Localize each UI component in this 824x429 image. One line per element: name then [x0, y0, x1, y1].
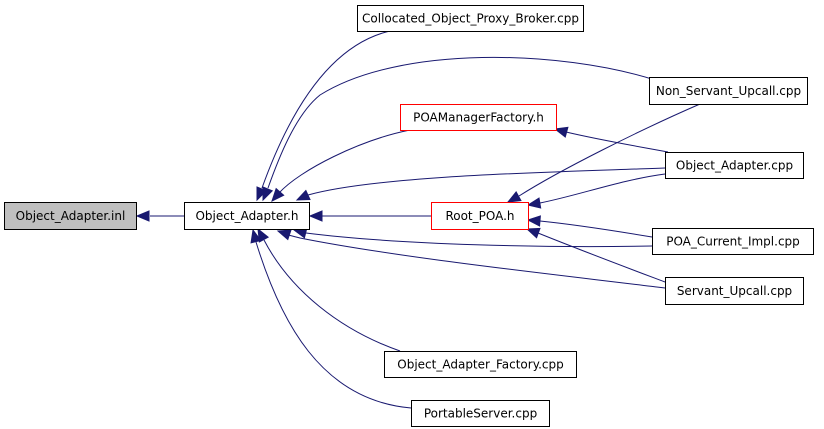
node-box: [384, 351, 577, 378]
arrowhead-icon: [506, 190, 522, 203]
edge-poamanagerfactory-h-to-object-adapter-h: [271, 129, 411, 202]
edge-line: [307, 167, 666, 196]
node-box: [400, 104, 557, 131]
node-box: [4, 202, 137, 230]
edge-object-adapter-factory-cpp-to-object-adapter-h: [257, 227, 401, 352]
edge-line: [537, 232, 666, 283]
arrowhead-icon: [262, 186, 274, 202]
edge-line: [305, 232, 653, 248]
node-box: [431, 202, 529, 230]
edge-poa-current-impl-cpp-to-root-poa-h: [526, 215, 653, 238]
edge-portableserver-cpp-to-object-adapter-h: [250, 228, 412, 409]
edge-line: [278, 129, 411, 194]
arrowhead-icon: [250, 228, 262, 244]
edge-poa-current-impl-cpp-to-object-adapter-h: [292, 227, 653, 248]
arrowhead-icon: [526, 215, 541, 227]
edge-object-adapter-cpp-to-root-poa-h: [526, 173, 666, 209]
edges-layer: [135, 30, 701, 409]
node-box: [665, 152, 804, 179]
node-box: [184, 202, 310, 230]
arrowhead-icon: [295, 189, 311, 201]
edge-non-servant-upcall-cpp-to-object-adapter-h: [262, 56, 656, 202]
edge-root-poa-h-to-object-adapter-h: [308, 210, 431, 222]
edge-line: [518, 103, 701, 197]
node-label: Non_Servant_Upcall.cpp: [656, 84, 801, 98]
node-label: Object_Adapter.h: [195, 209, 298, 223]
node-label: PortableServer.cpp: [424, 407, 537, 421]
node-label: Collocated_Object_Proxy_Broker.cpp: [362, 12, 579, 26]
node-label: Servant_Upcall.cpp: [677, 284, 792, 298]
node-collocated-object-proxy-broker-cpp[interactable]: Collocated_Object_Proxy_Broker.cpp: [357, 5, 584, 32]
node-non-servant-upcall-cpp[interactable]: Non_Servant_Upcall.cpp: [649, 77, 808, 105]
edge-line: [284, 233, 666, 289]
node-servant-upcall-cpp[interactable]: Servant_Upcall.cpp: [665, 277, 804, 305]
edge-servant-upcall-cpp-to-root-poa-h: [525, 227, 666, 283]
node-label: Object_Adapter.cpp: [676, 159, 793, 173]
arrowhead-icon: [526, 197, 542, 209]
arrowhead-icon: [271, 187, 285, 202]
node-box: [411, 400, 550, 427]
edge-line: [255, 241, 412, 409]
edge-object-adapter-h-to-object-adapter-inl: [135, 210, 184, 222]
edge-line: [539, 173, 666, 204]
arrowhead-icon: [257, 227, 270, 243]
edge-non-servant-upcall-cpp-to-root-poa-h: [506, 103, 701, 203]
node-box: [649, 77, 808, 105]
arrowhead-icon: [308, 210, 323, 222]
node-label: POA_Current_Impl.cpp: [666, 235, 800, 249]
edge-line: [261, 30, 391, 189]
node-poamanagerfactory-h[interactable]: POAManagerFactory.h: [400, 104, 557, 131]
node-root-poa-h[interactable]: Root_POA.h: [431, 202, 529, 230]
edge-line: [267, 56, 656, 189]
edge-line: [565, 131, 669, 153]
arrowhead-icon: [135, 210, 150, 222]
arrowhead-icon: [553, 126, 569, 138]
node-portableserver-cpp[interactable]: PortableServer.cpp: [411, 400, 550, 427]
edge-object-adapter-cpp-to-poamanagerfactory-h: [553, 126, 669, 153]
nodes-layer: Object_Adapter.inl Object_Adapter.h Colloc…: [4, 5, 814, 427]
node-object-adapter-factory-cpp[interactable]: Object_Adapter_Factory.cpp: [384, 351, 577, 378]
arrowhead-icon: [276, 229, 292, 241]
node-box: [652, 228, 814, 255]
edge-servant-upcall-cpp-to-object-adapter-h: [276, 229, 666, 289]
node-object-adapter-inl: Object_Adapter.inl: [4, 202, 137, 230]
node-box: [665, 277, 804, 305]
node-label: Object_Adapter_Factory.cpp: [397, 358, 563, 372]
node-object-adapter-cpp[interactable]: Object_Adapter.cpp: [665, 152, 804, 179]
edge-object-adapter-cpp-to-object-adapter-h: [295, 167, 666, 201]
node-box: [357, 5, 584, 32]
node-label: POAManagerFactory.h: [413, 111, 544, 125]
arrowhead-icon: [525, 227, 541, 239]
node-label: Object_Adapter.inl: [16, 209, 126, 223]
node-poa-current-impl-cpp[interactable]: POA_Current_Impl.cpp: [652, 228, 814, 255]
edge-line: [539, 220, 653, 238]
edge-collocated-object-proxy-broker-cpp-to-object-adapter-h: [256, 30, 391, 202]
node-label: Root_POA.h: [445, 209, 514, 223]
node-object-adapter-h[interactable]: Object_Adapter.h: [184, 202, 310, 230]
edge-line: [263, 239, 401, 352]
